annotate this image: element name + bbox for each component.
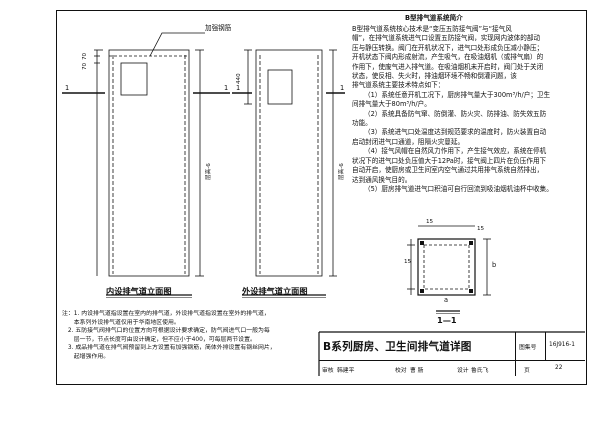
- design-label: 设计: [457, 368, 469, 374]
- intro-line: （1）系统任意开机工况下，厨房排气量大于300m³/h/户；卫生: [364, 90, 551, 99]
- intro-line: （4）接气风帽在自然风力作用下，产生接气效应，系统在停机: [364, 147, 547, 156]
- dim-right-top: 440: [236, 73, 242, 84]
- intro-line: 作用下，使废气进入排气道。在吸油烟机未开启时，阀门处于关闭: [352, 62, 544, 71]
- note-line: 起增强作用。: [62, 353, 110, 360]
- dim-left-top-b: 70: [82, 62, 88, 70]
- review-label: 审核: [322, 368, 334, 374]
- atlas-number-label: 图集号: [519, 345, 537, 351]
- dim-left-height: 层高-6: [206, 163, 212, 180]
- inner-inlet-opening: [120, 62, 148, 96]
- intro-line: 达到通风换气目的。: [352, 175, 412, 184]
- intro-line: 排气道系统主要技术特点如下：: [352, 81, 445, 90]
- atlas-number: 16J916-1: [549, 342, 575, 348]
- section-dim-left: 15: [404, 259, 412, 265]
- section-label: 1—1: [437, 315, 457, 325]
- section-dim-right-top: 15: [477, 226, 485, 232]
- section-dim-a: a: [444, 296, 449, 304]
- intro-line: 自动开启，使厨房或卫生间室内空气通过共用排气系统自然排出，: [352, 166, 544, 175]
- outer-flue-outline: [255, 49, 323, 277]
- intro-line: （5）厨房排气道进气口积油可自行回流到吸油烟机油杯中收集。: [364, 184, 553, 193]
- intro-line: （3）系统进气口处温度达到规范要求的温度时，防火装置自动: [364, 128, 547, 137]
- section-mark: 1: [224, 84, 229, 92]
- reinforced-rib-label: 加强钢筋: [205, 24, 232, 32]
- intro-line: 开机状态下阀内形成射流，产生吸气，在吸油烟机（或排气扇）的: [352, 53, 544, 62]
- inner-flue-outline: [108, 49, 190, 277]
- intro-line: 帽”，在排气道系统进气口设置五防接气阀，实现网内波体的部动: [352, 34, 541, 43]
- intro-line: （2）系统具备防气窜、防倒灌、防火灾、防排油、防失效五防: [364, 109, 547, 118]
- note-line: 本系列外设排气道仅用于华南地区使用。: [62, 319, 180, 326]
- intro-line: 状态，使反相、失火时，排油烟环境不畅和倒灌问题，该: [352, 72, 517, 81]
- dim-right-height: 层高-6: [339, 163, 345, 180]
- note-line: 3. 成品排气道在排气阀预留到上方设置有加强钢筋，简体外排设置有钢丝网片，: [62, 345, 276, 352]
- check-name: 曹 肠: [410, 368, 424, 374]
- inner-elevation-caption: 内设排气道立面图: [106, 286, 172, 296]
- drawing-sheet-border: [56, 10, 587, 385]
- intro-line: B型排气道系统核心技术是“变压五防接气阀”与“接气风: [352, 25, 512, 33]
- intro-line: 压与静压转换。阀门在开机状况下，进气口处形成负压减小静压；: [352, 43, 544, 52]
- review-name: 韩建平: [337, 368, 355, 374]
- check-label: 校对: [395, 368, 407, 374]
- section-outer: [417, 238, 476, 296]
- section-mark: 1: [340, 84, 345, 92]
- section-dim-top: 15: [426, 219, 434, 225]
- section-mark: 1: [236, 84, 241, 92]
- note-line: 层一节，节点长度可由设计确定，但不应小于400，可每层两节设置。: [62, 336, 256, 343]
- intro-title: B型排气道系统简介: [405, 14, 463, 22]
- intro-line: 启动封闭进气口通道，阻隔火灾蔓延。: [352, 137, 465, 146]
- design-name: 鲁氏飞: [471, 368, 489, 374]
- notes-block: 注：1. 内设排气道指设置在室内的排气道，外设排气道指设置在室外的排气道， 本系…: [62, 310, 317, 362]
- intro-body: B型排气道系统核心技术是“变压五防接气阀”与“接气风 帽”，在排气道系统进气口设…: [352, 25, 584, 194]
- page-label: 页: [524, 368, 530, 374]
- note-line: 2. 五防接气阀排气口的位置方向可根据设计要求确定，防气阀进气口一般为每: [62, 328, 270, 335]
- drawing-title: B系列厨房、卫生间排气道详图: [323, 341, 472, 353]
- intro-line: 状况下的进气口处负压值大于12Pa时，接气阀上四片在负压作用下: [352, 156, 547, 165]
- title-block: B系列厨房、卫生间排气道详图 图集号 16J916-1 审核 韩建平 校对 曹 …: [319, 332, 585, 376]
- note-line: 注：1. 内设排气道指设置在室内的排气道，外设排气道指设置在室外的排气道，: [62, 311, 270, 317]
- outer-elevation-caption: 外设排气道立面图: [242, 286, 308, 296]
- outer-inlet-opening: [267, 69, 293, 105]
- intro-line: 间排气量大于80m³/h/户。: [352, 100, 431, 109]
- dim-left-top-a: 70: [82, 52, 88, 60]
- section-dim-b: b: [492, 261, 497, 269]
- page-number: 22: [555, 365, 563, 371]
- section-mark: 1: [65, 84, 70, 92]
- intro-line: 功能。: [352, 119, 372, 128]
